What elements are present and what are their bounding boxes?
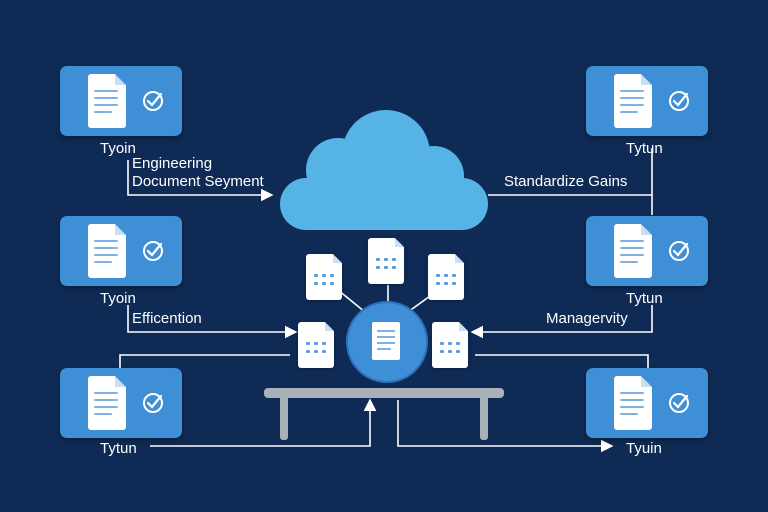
- caption-managervity: Managervity: [546, 310, 628, 327]
- arrow-bottomleft-to-table: [150, 398, 377, 447]
- check-circle-icon: [669, 393, 689, 413]
- arrow-topleft-to-cloud: [127, 160, 274, 202]
- document-icon: [614, 224, 652, 278]
- arrow-midright-to-hub: [470, 305, 653, 339]
- caption-document-segment: Document Seyment: [132, 173, 264, 190]
- caption-engineering: Engineering: [132, 155, 213, 172]
- card-label-mid-left: Tyoin: [100, 290, 136, 307]
- document-icon: [614, 376, 652, 430]
- document-icon: [614, 74, 652, 128]
- mini-document-icon: [432, 322, 468, 368]
- card-label-top-right: Tytun: [626, 140, 663, 157]
- check-circle-icon: [669, 241, 689, 261]
- document-icon: [88, 74, 126, 128]
- caption-efficention: Efficention: [132, 310, 202, 327]
- document-icon: [88, 224, 126, 278]
- document-card-bottom-left[interactable]: [60, 368, 182, 438]
- arrow-midleft-to-hub: [127, 305, 298, 339]
- hub-document-icon: [346, 301, 428, 383]
- check-circle-icon: [143, 393, 163, 413]
- spoke-1: [337, 289, 366, 313]
- check-circle-icon: [143, 91, 163, 111]
- card-label-bottom-right: Tyuin: [626, 440, 662, 457]
- card-label-top-left: Tyoin: [100, 140, 136, 157]
- document-card-top-left[interactable]: [60, 66, 182, 136]
- mini-document-icon: [306, 254, 342, 300]
- cloud-icon: [280, 110, 488, 230]
- document-card-mid-right[interactable]: [586, 216, 708, 286]
- mini-document-icon: [428, 254, 464, 300]
- arrow-table-to-bottomright: [397, 400, 614, 453]
- document-card-bottom-right[interactable]: [586, 368, 708, 438]
- check-circle-icon: [143, 241, 163, 261]
- caption-standardize-gains: Standardize Gains: [504, 173, 628, 190]
- card-label-mid-right: Tytun: [626, 290, 663, 307]
- document-card-top-right[interactable]: [586, 66, 708, 136]
- table-icon: [264, 388, 504, 440]
- mini-document-icon: [298, 322, 334, 368]
- document-card-mid-left[interactable]: [60, 216, 182, 286]
- mini-document-icon: [368, 238, 404, 284]
- document-icon: [88, 376, 126, 430]
- check-circle-icon: [669, 91, 689, 111]
- card-label-bottom-left: Tytun: [100, 440, 137, 457]
